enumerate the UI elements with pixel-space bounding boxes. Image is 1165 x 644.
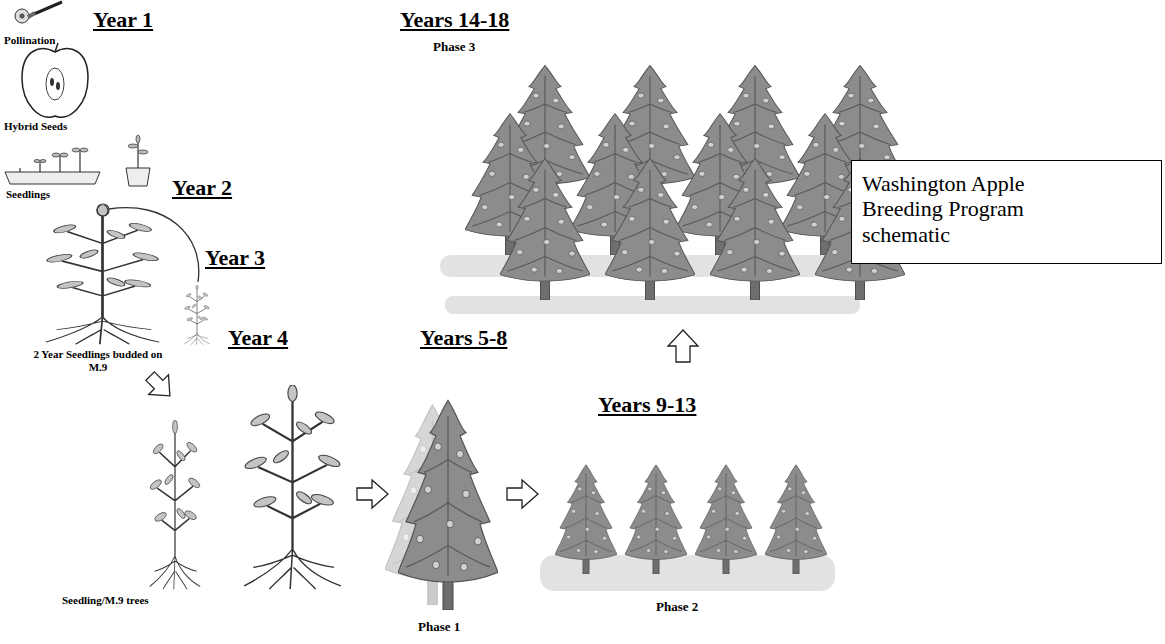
- pollination-icon: [15, 2, 62, 23]
- phase2-trees: [695, 465, 757, 574]
- apple-drawing: [55, 43, 58, 52]
- pollination-icon: [15, 9, 29, 23]
- seedling-tray: [80, 148, 88, 152]
- block-arrows: [357, 480, 388, 508]
- seedling-tray: [5, 135, 150, 186]
- seedling-tray: [20, 150, 80, 172]
- block-arrows: [507, 480, 538, 508]
- caption-box: Washington Apple Breeding Program schema…: [851, 160, 1162, 264]
- seedling-tray: [136, 135, 140, 143]
- seedling-tray: [128, 144, 138, 148]
- seedling-tray: [34, 160, 40, 163]
- caption-label: Hybrid Seeds: [4, 120, 67, 133]
- seedling-tray: [126, 168, 150, 186]
- seedling-tray: [40, 160, 46, 163]
- stage-heading: Year 3: [205, 246, 265, 270]
- phase3-trees: [710, 159, 800, 300]
- stage-heading: Year 4: [228, 326, 288, 350]
- block-arrows: [140, 330, 698, 508]
- pollination-icon: [20, 14, 25, 19]
- caption-label: 2 Year Seedlings budded on M.9: [28, 348, 168, 373]
- budding-drawing: [97, 204, 109, 216]
- caption-label: Seedling/M.9 trees: [62, 594, 149, 607]
- budding-drawing: [109, 208, 199, 282]
- seedling-trees: [149, 420, 200, 589]
- pollination-icon: [34, 2, 62, 14]
- phase3-trees: [440, 66, 905, 315]
- phase1-tree: [385, 400, 498, 610]
- seedling-tray: [34, 148, 88, 163]
- box-text: Washington Apple Breeding Program schema…: [862, 171, 1062, 247]
- seedling-tray: [128, 135, 148, 154]
- seedling-trees: [243, 385, 341, 589]
- apple-drawing: [22, 43, 88, 117]
- budding-drawing: [45, 205, 160, 344]
- seedling-tray: [52, 153, 60, 157]
- phase3-trees: [605, 159, 695, 300]
- stage-heading: Year 1: [93, 8, 153, 32]
- block-arrows: [668, 330, 698, 362]
- phase-label: Phase 3: [433, 40, 475, 55]
- budding-drawing: [45, 204, 210, 345]
- apple-drawing: [46, 68, 64, 100]
- seedling-tray: [72, 148, 80, 152]
- phase-label: Phase 1: [418, 620, 460, 635]
- phase1-tree: [398, 400, 498, 610]
- pollination-icon: [28, 13, 35, 17]
- phase2-trees: [625, 465, 687, 574]
- phase2-trees: [540, 465, 835, 591]
- stage-heading: Years 5-8: [420, 326, 507, 350]
- seedling-tray: [137, 140, 138, 168]
- phase3-trees: [500, 159, 590, 300]
- seedling-tray: [138, 150, 148, 154]
- seedling-tray: [60, 153, 68, 157]
- phase-label: Phase 2: [656, 600, 698, 615]
- caption-label: Pollination: [4, 34, 55, 47]
- apple-drawing: [50, 78, 54, 86]
- seedling-trees: [149, 385, 341, 589]
- phase2-trees: [555, 465, 617, 574]
- stage-heading: Years 9-13: [598, 393, 696, 417]
- budding-drawing: [184, 285, 210, 345]
- block-arrows: [140, 366, 180, 406]
- stage-heading: Years 14-18: [400, 8, 509, 32]
- stage-heading: Year 2: [172, 176, 232, 200]
- apple-drawing: [22, 49, 88, 117]
- caption-label: Seedlings: [6, 188, 50, 201]
- seedling-tray: [5, 172, 100, 184]
- apple-drawing: [56, 82, 60, 90]
- phase2-trees: [765, 465, 827, 574]
